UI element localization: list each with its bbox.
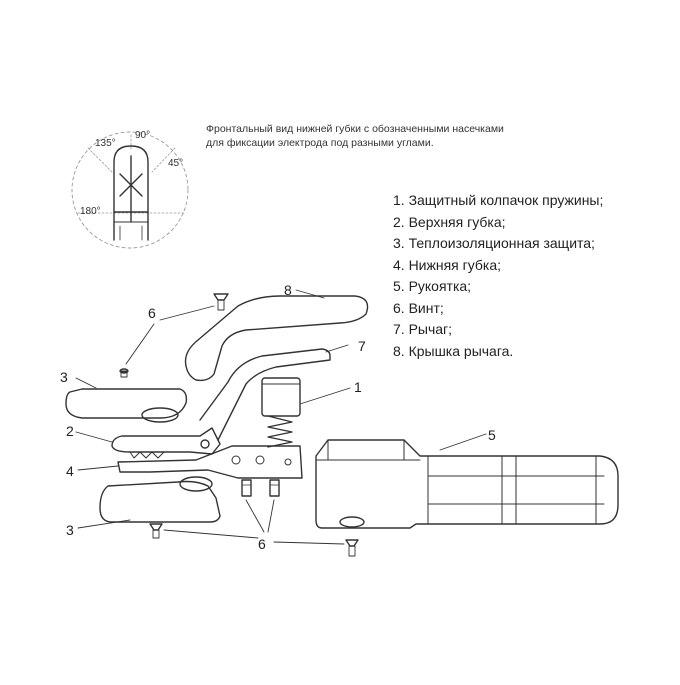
lever-body — [199, 348, 331, 441]
leader-8 — [295, 289, 325, 299]
upper-jaw-teeth — [129, 451, 165, 459]
callout-8: 8 — [284, 282, 292, 298]
leader-4 — [77, 465, 119, 471]
jaw-screw-right — [269, 479, 280, 497]
callout-4: 4 — [66, 463, 74, 479]
legend-item-8: 8. Крышка рычага. — [393, 342, 514, 359]
detail-caption-line-2: для фиксации электрода под разными углам… — [206, 137, 434, 149]
callout-numbers: 6 8 7 1 3 2 4 3 6 5 — [60, 282, 496, 552]
leader-6-jaw-right — [267, 499, 275, 533]
callout-3-upper: 3 — [60, 369, 68, 385]
legend-item-4: 4. Нижняя губка; — [393, 256, 502, 273]
lever-cover-body — [184, 295, 369, 382]
legend-item-6: 6. Винт; — [393, 299, 444, 316]
upper-insulation-boss — [141, 407, 179, 423]
handle-screw-head — [345, 539, 359, 547]
callout-6-top: 6 — [148, 305, 156, 321]
lower-jaw-hole-a — [231, 455, 241, 465]
detail-caption-line-1: Фронтальный вид нижней губки с обозначен… — [206, 123, 504, 135]
pivot-pin — [200, 439, 210, 449]
top-screw-head — [213, 293, 229, 301]
lever-part — [199, 348, 331, 441]
legend-item-2: 2. Верхняя губка; — [393, 213, 506, 230]
leader-7 — [325, 344, 349, 353]
leader-5 — [439, 433, 487, 451]
leader-6-top — [159, 305, 215, 321]
lower-insulation-boss — [179, 476, 213, 492]
angle-label-180: 180° — [80, 206, 101, 217]
leader-6-handle — [273, 541, 345, 545]
handle-part — [315, 439, 619, 557]
leader-6-lower — [163, 529, 259, 539]
upper-insulation-part — [65, 368, 188, 423]
lower-jaw-hole-b — [255, 455, 265, 465]
spring-coil — [267, 415, 293, 448]
callout-3-lower: 3 — [66, 522, 74, 538]
angle-label-45: 45° — [168, 158, 183, 169]
angle-label-135: 135° — [95, 138, 116, 149]
upper-jaw-body — [111, 427, 221, 455]
legend-item-5: 5. Рукоятка; — [393, 278, 472, 294]
lower-jaw-hole-c — [284, 458, 292, 466]
angle-45-guide — [151, 147, 176, 173]
leader-1 — [299, 387, 351, 405]
leader-2 — [75, 431, 113, 443]
upper-screw-thread — [120, 371, 128, 378]
callout-1: 1 — [354, 379, 362, 395]
legend-item-7: 7. Рычаг; — [393, 321, 453, 337]
detail-circle — [71, 131, 189, 249]
lever-cover-part — [184, 295, 369, 382]
handle-screw-boss — [339, 516, 365, 528]
lower-screw-head — [149, 523, 163, 531]
lower-jaw-part — [117, 445, 303, 497]
lower-insulation-part — [99, 476, 221, 539]
jaw-profile — [113, 145, 149, 241]
spring-cap-part — [261, 377, 301, 448]
callout-7: 7 — [358, 338, 366, 354]
leader-3-upper — [75, 377, 97, 389]
lower-insulation-body — [99, 480, 221, 523]
leader-lines — [75, 289, 487, 545]
leader-3-lower — [77, 519, 131, 529]
upper-jaw-part — [111, 427, 221, 459]
detail-caption: Фронтальный вид нижней губки с обозначен… — [206, 122, 536, 150]
lower-screw-thread — [152, 529, 160, 539]
leader-6-jaw-left — [245, 499, 265, 533]
callout-6-bottom: 6 — [258, 536, 266, 552]
angle-label-90: 90° — [135, 130, 150, 141]
parts-legend: 1. Защитный колпачок пружины; 2. Верхняя… — [393, 190, 603, 362]
callout-5: 5 — [488, 427, 496, 443]
spring-cap-body — [261, 377, 301, 417]
jaw-front-view-detail: 135° 90° 45° 180° — [71, 130, 189, 249]
legend-item-1: 1. Защитный колпачок пружины; — [393, 192, 604, 208]
legend-item-3: 3. Теплоизоляционная защита; — [393, 235, 595, 251]
top-screw-thread — [217, 299, 225, 311]
handle-screw-thread — [348, 545, 356, 557]
lower-jaw-body — [117, 445, 303, 479]
top-screw-part — [213, 293, 229, 311]
callout-2: 2 — [66, 423, 74, 439]
angle-135-guide — [87, 147, 113, 173]
upper-insulation-body — [65, 388, 188, 419]
handle-body — [315, 439, 619, 529]
leader-6-upper-screw — [125, 323, 155, 365]
jaw-screw-left — [241, 479, 252, 497]
